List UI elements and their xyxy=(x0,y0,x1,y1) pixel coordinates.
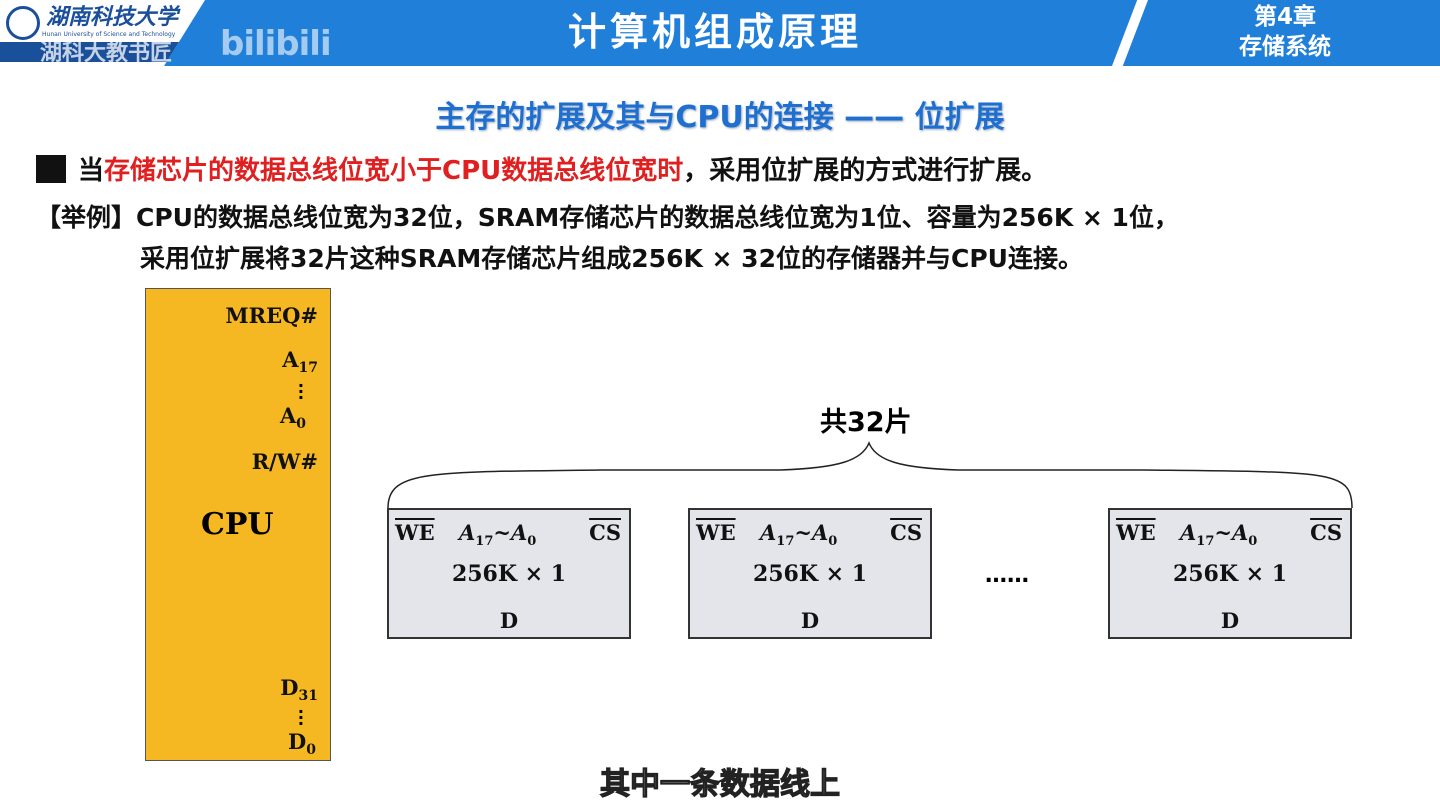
addr-hi: 17 xyxy=(776,534,795,550)
chapter-name: 存储系统 xyxy=(1239,34,1331,60)
pin-d31-letter: D xyxy=(280,675,299,700)
pin-d0-sub: 0 xyxy=(306,742,316,759)
cs-pin: CS xyxy=(890,520,922,545)
cpu-block: MREQ# A17 ··· A0 R/W# CPU D31 ··· D0 xyxy=(145,288,331,761)
addr-letter: A xyxy=(1180,520,1197,545)
bullet-pre: 当 xyxy=(78,156,105,186)
slide-subtitle: 主存的扩展及其与CPU的连接 —— 位扩展 xyxy=(435,100,1005,135)
pin-mreq: MREQ# xyxy=(225,303,318,328)
pin-d31-sub: 31 xyxy=(298,688,318,705)
cs-pin: CS xyxy=(1310,520,1342,545)
emblem-icon xyxy=(6,6,40,40)
address-pins: A17~A0 xyxy=(760,520,838,550)
pin-d0: D0 xyxy=(288,729,316,759)
data-pin: D xyxy=(1220,608,1240,633)
sram-chip-32: WE A17~A0 CS 256K × 1 D xyxy=(1108,508,1352,639)
addr-hi: 17 xyxy=(1196,534,1215,550)
cs-pin: CS xyxy=(589,520,621,545)
bullet-post: ，采用位扩展的方式进行扩展。 xyxy=(683,156,1048,186)
we-pin: WE xyxy=(395,520,435,545)
chip-capacity: 256K × 1 xyxy=(1172,561,1288,587)
addr-lo: 0 xyxy=(1248,534,1258,550)
address-pins: A17~A0 xyxy=(1180,520,1258,550)
addr-hi: 17 xyxy=(475,534,494,550)
chapter-number: 第4章 xyxy=(1253,4,1316,30)
logo-subtext: Hunan University of Science and Technolo… xyxy=(42,31,176,38)
chip-ellipsis: …… xyxy=(985,563,1029,588)
addr-letter: A xyxy=(760,520,777,545)
pin-a17: A17 xyxy=(282,347,318,377)
chip-capacity: 256K × 1 xyxy=(451,561,567,587)
address-pins: A17~A0 xyxy=(459,520,537,550)
pin-d0-letter: D xyxy=(288,729,307,754)
video-subtitle: 其中一条数据线上 xyxy=(599,766,840,802)
logo-bar xyxy=(0,42,190,62)
pin-rw: R/W# xyxy=(251,449,318,474)
example-line-2: 采用位扩展将32片这种SRAM存储芯片组成256K × 32位的存储器并与CPU… xyxy=(140,244,1083,273)
addr-tilde: ~A xyxy=(1214,520,1249,545)
we-pin: WE xyxy=(696,520,736,545)
bullet-line: 当存储芯片的数据总线位宽小于CPU数据总线位宽时，采用位扩展的方式进行扩展。 xyxy=(36,154,1047,188)
pin-a0-sub: 0 xyxy=(296,416,306,433)
logo-text: 湖南科技大学 xyxy=(46,4,179,30)
chip-capacity: 256K × 1 xyxy=(752,561,868,587)
pin-a17-letter: A xyxy=(282,347,299,372)
pin-a17-sub: 17 xyxy=(298,360,318,377)
addr-tilde: ~A xyxy=(794,520,829,545)
chapter-label: 第4章存储系统 xyxy=(1200,2,1370,62)
example-line-1: 【举例】CPU的数据总线位宽为32位，SRAM存储芯片的数据总线位宽为1位、容量… xyxy=(36,203,1179,232)
vertical-ellipsis: ··· xyxy=(297,376,304,407)
university-logo: 湖南科技大学 Hunan University of Science and T… xyxy=(0,0,205,66)
addr-lo: 0 xyxy=(527,534,537,550)
data-pin: D xyxy=(499,608,519,633)
header-bar: 湖南科技大学 Hunan University of Science and T… xyxy=(0,0,1440,66)
sram-chip-1: WE A17~A0 CS 256K × 1 D xyxy=(387,508,631,639)
sram-chip-2: WE A17~A0 CS 256K × 1 D xyxy=(688,508,932,639)
bullet-square-icon xyxy=(36,155,66,183)
curly-brace xyxy=(387,441,1353,509)
pin-a0: A0 xyxy=(279,403,306,433)
course-title: 计算机组成原理 xyxy=(567,10,862,54)
pin-a0-letter: A xyxy=(279,403,297,428)
we-pin: WE xyxy=(1116,520,1156,545)
bullet-highlight: 存储芯片的数据总线位宽小于CPU数据总线位宽时 xyxy=(104,156,684,186)
addr-tilde: ~A xyxy=(493,520,528,545)
cpu-label: CPU xyxy=(201,507,274,542)
chip-count-label: 共32片 xyxy=(820,407,912,438)
pin-d31: D31 xyxy=(280,675,318,705)
watermark: 湖科大教书匠 xyxy=(40,41,173,66)
data-pin: D xyxy=(800,608,820,633)
addr-letter: A xyxy=(459,520,476,545)
vertical-ellipsis: ··· xyxy=(297,702,304,733)
bilibili-watermark: bilibili xyxy=(220,24,332,64)
addr-lo: 0 xyxy=(828,534,838,550)
